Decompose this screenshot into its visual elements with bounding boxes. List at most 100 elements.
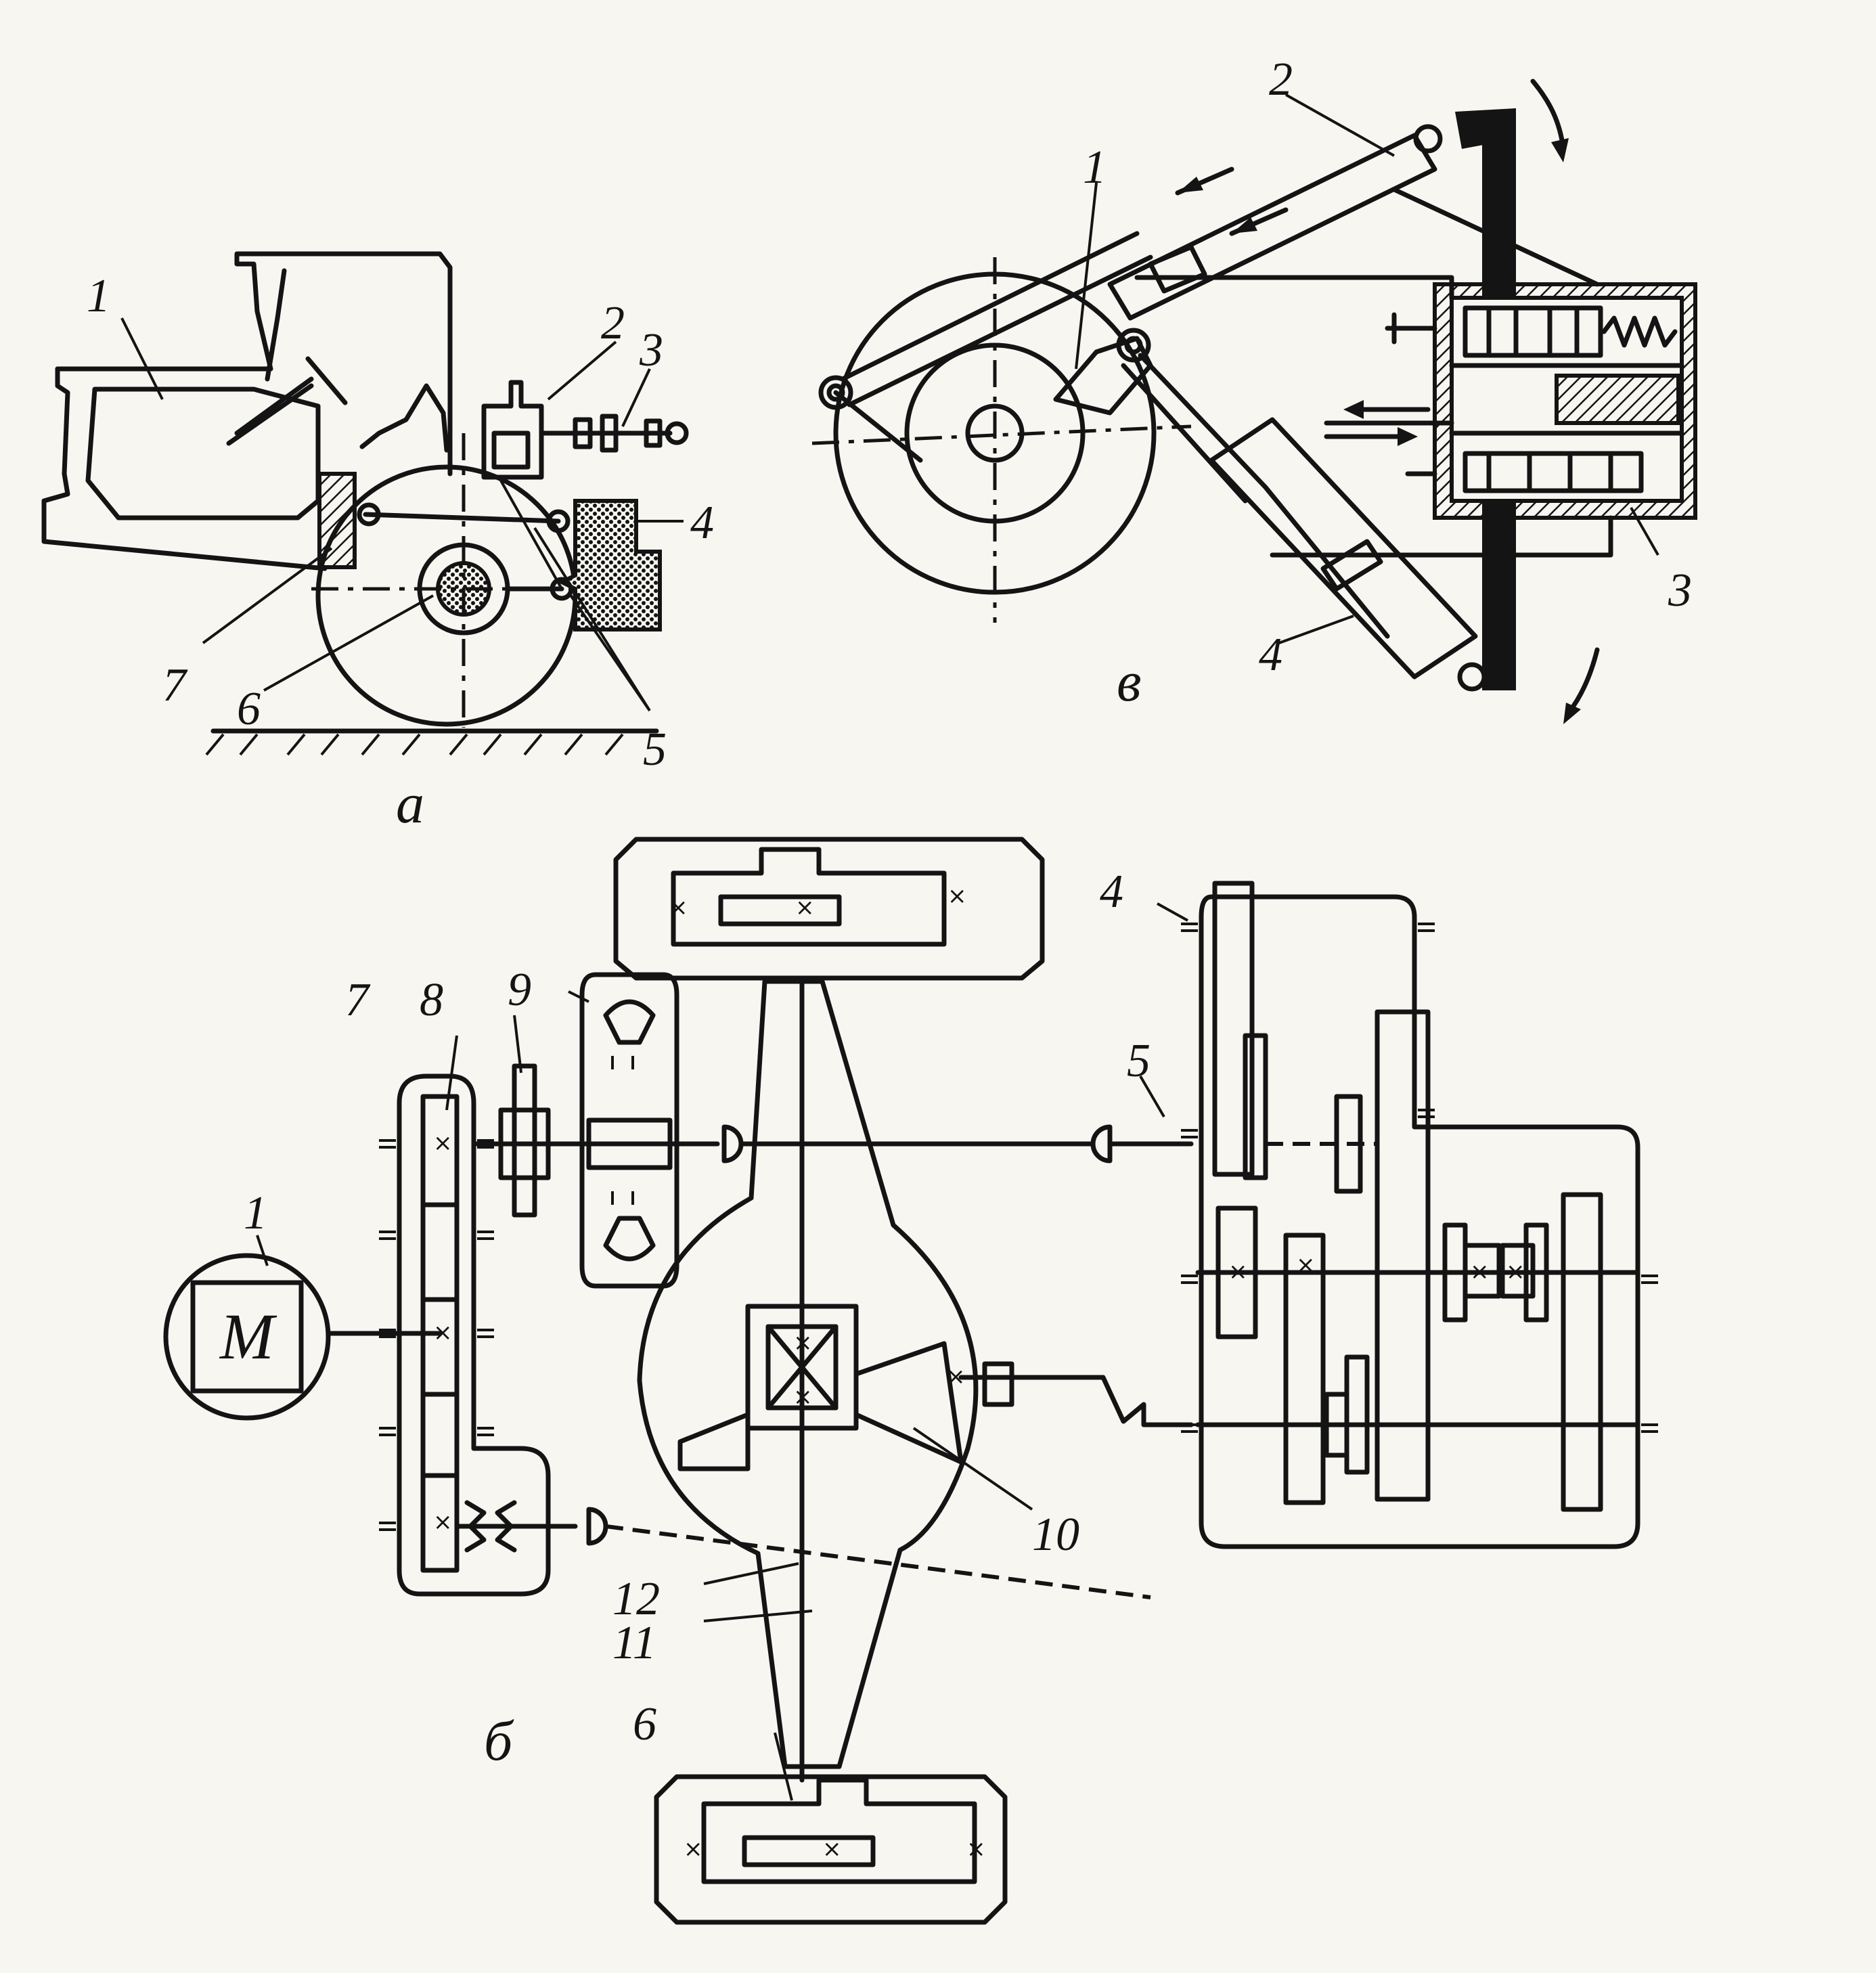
label-v-4: 4 — [1259, 629, 1282, 681]
gearbox-bearings — [1181, 923, 1658, 1433]
upper-link — [363, 512, 561, 524]
label-b-5: 5 — [1127, 1035, 1151, 1087]
lower-link-rod-2 — [1121, 363, 1248, 504]
bearing-x-15: × — [1470, 1258, 1490, 1285]
final-gear-bottom — [742, 1835, 876, 1867]
cylinder-4 — [1209, 417, 1478, 680]
label-b-10: 10 — [1032, 1509, 1079, 1561]
spool-upper-handle — [1385, 312, 1437, 345]
bearing-x-7: × — [684, 1836, 703, 1863]
bearing-x-6: × — [947, 883, 967, 910]
pipe-upper — [1134, 275, 1454, 301]
gear-train-dividers — [420, 1202, 460, 1478]
gear-cs-1 — [1215, 1205, 1258, 1339]
bearing-x-14: × — [1296, 1251, 1316, 1279]
steering-column-2 — [226, 383, 314, 446]
final-gear-top — [718, 894, 842, 927]
bearing-x-11: × — [793, 1383, 813, 1411]
piston-block — [1555, 374, 1680, 425]
rotation-arrow-bottom-head — [1563, 703, 1581, 724]
label-v-1: 1 — [1083, 141, 1107, 194]
bearing-x-16: × — [1506, 1258, 1525, 1285]
label-a-7: 7 — [162, 659, 188, 711]
leader-v-3 — [1630, 507, 1659, 556]
final-drive-top — [613, 837, 1045, 981]
lower-link-rod — [1138, 353, 1390, 639]
gearcase-7 — [397, 1073, 551, 1597]
spool-upper — [1462, 305, 1603, 358]
label-a-1: 1 — [87, 270, 110, 322]
leader-b-5 — [1139, 1075, 1165, 1118]
wheel-horizontal-centerline — [811, 424, 1192, 445]
leader-v-4 — [1278, 615, 1354, 644]
label-a-5: 5 — [643, 724, 667, 776]
rotation-arrow-bottom — [1567, 647, 1600, 713]
pto-end — [665, 421, 689, 445]
pto-collar-2 — [600, 414, 619, 453]
leader-b-7 — [445, 1035, 458, 1111]
pto-shaft-dashed — [605, 1524, 1151, 1599]
spring — [1601, 315, 1678, 348]
bearing-x-10: × — [793, 1329, 813, 1356]
left-pivot-inner — [826, 383, 845, 402]
leader-v-1 — [1075, 182, 1098, 370]
bevel-pinion — [853, 1341, 964, 1465]
flow-arrow-out-head — [1398, 427, 1418, 446]
cab-pillar — [265, 268, 287, 382]
differential-10 — [745, 1304, 859, 1431]
diagram-v-hydraulic-hitch: 1 2 3 4 в — [811, 53, 1697, 724]
leader-b-8 — [513, 1015, 522, 1073]
spool-upper-lands — [1486, 305, 1580, 358]
gear-low-1 — [1344, 1354, 1370, 1475]
leader-b-11 — [703, 1610, 813, 1622]
universal-joint-lower — [586, 1507, 608, 1546]
leader-b-1 — [256, 1235, 269, 1266]
steering-wheel — [305, 356, 348, 405]
motor-label: M — [219, 1300, 277, 1373]
leader-v-2 — [1285, 93, 1395, 157]
axle-housing — [637, 979, 979, 1769]
gear-large-2 — [1375, 1009, 1431, 1502]
gearcase-bearings — [379, 1139, 494, 1531]
label-b-11: 11 — [612, 1617, 656, 1669]
cab-outline — [55, 251, 453, 476]
coupling-9 — [579, 972, 679, 1289]
drive-shaft-with-clutch — [958, 1375, 1194, 1427]
label-b-4: 4 — [1100, 866, 1123, 918]
leader-a-5 — [533, 527, 651, 712]
steering-column — [234, 376, 314, 436]
final-drive-bottom — [654, 1774, 1008, 1925]
gear-large-1-hub — [1243, 1033, 1268, 1180]
spool-lower — [1462, 451, 1644, 493]
universal-joint-5 — [1090, 1124, 1113, 1163]
rotation-arrow-top-head — [1551, 138, 1569, 162]
bearing-x-8: × — [822, 1836, 842, 1863]
gear-cs-2 — [1283, 1233, 1326, 1505]
leader-a-1 — [120, 317, 164, 400]
spool-lower-lands — [1486, 451, 1613, 493]
distributor-dividers — [1449, 363, 1684, 436]
gear-train-strip — [420, 1094, 460, 1573]
shaft-coupling — [982, 1361, 1014, 1407]
leader-a-3 — [621, 368, 651, 427]
bearing-x-5: × — [795, 894, 815, 921]
coupling-9-springs — [611, 1056, 634, 1205]
label-b-8: 8 — [420, 974, 443, 1026]
label-b-6: 6 — [633, 1698, 656, 1750]
sliding-gear-1 — [1334, 1094, 1363, 1194]
leader-a-6 — [263, 594, 434, 692]
universal-joint-upper — [721, 1124, 744, 1163]
arrow-1-head — [1178, 177, 1203, 193]
cylinder-4-bottom-pivot — [1457, 662, 1487, 692]
label-b-12: 12 — [612, 1573, 660, 1625]
pto-collar-3 — [644, 418, 663, 448]
label-a-4: 4 — [690, 497, 714, 549]
hitch-2-inner — [491, 430, 531, 470]
gear-cs-4-hub — [1500, 1243, 1536, 1299]
seat — [359, 383, 449, 453]
gear-cs-3-hub — [1462, 1243, 1502, 1299]
diagram-a-tractor: 1 2 3 4 5 6 7 а — [41, 251, 714, 835]
leader-b-9 — [568, 990, 589, 1003]
